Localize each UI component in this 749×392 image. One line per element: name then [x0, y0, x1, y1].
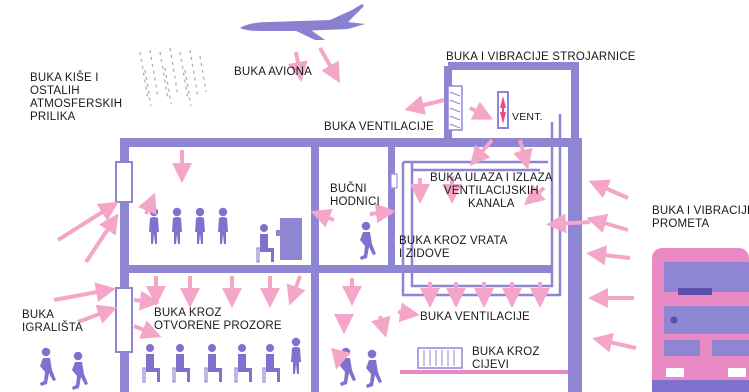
machine-room	[444, 62, 579, 140]
label-ventilation-bottom: BUKA VENTILACIJE	[420, 311, 530, 323]
label-ventilation-top: BUKA VENTILACIJE	[322, 121, 436, 134]
label-aircraft-noise: BUKA AVIONA	[234, 66, 313, 78]
rain-icon	[139, 47, 207, 107]
teacher-icon	[291, 337, 301, 374]
label-duct-inlet-outlet: BUKA ULAZA I IZLAZA VENTILACIJSKIH KANAL…	[430, 172, 553, 210]
pianist-icon	[256, 218, 302, 263]
noise-arrows	[53, 47, 637, 370]
label-playground: BUKA IGRALIŠTA	[22, 309, 84, 334]
label-open-windows: BUKA KROZ OTVORENE PROZORE	[154, 307, 282, 332]
label-rain-noise: BUKA KIŠE I OSTALIH ATMOSFERSKIH PRILIKA	[30, 72, 123, 123]
corridor-walker-icon	[360, 221, 376, 260]
label-machine-room: BUKA I VIBRACIJE STROJARNICE	[446, 51, 636, 63]
students-standing	[149, 207, 228, 244]
aircraft-icon	[240, 4, 365, 40]
building	[115, 138, 582, 392]
label-pipes: BUKA KROZ CIJEVI	[472, 346, 540, 371]
bus-icon	[652, 248, 749, 392]
label-fan: VENT.	[512, 111, 543, 123]
label-doors-walls: BUKA KROZ VRATA I ZIDOVE	[399, 235, 508, 260]
students-seated	[142, 343, 281, 383]
corridor-walkers-icon	[340, 347, 382, 388]
label-traffic: BUKA I VIBRACIJE PROMETA	[652, 205, 749, 230]
pipe	[400, 370, 568, 374]
playground-children-icon	[40, 347, 88, 390]
radiator-icon	[417, 347, 463, 369]
label-noisy-corridors: BUČNI HODNICI	[330, 183, 380, 208]
